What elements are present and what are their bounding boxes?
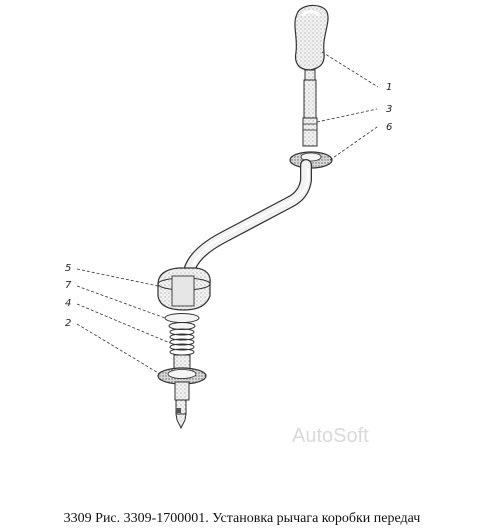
ball-support [157,267,211,311]
lever-lower-end [174,381,190,430]
callout-7: 7 [65,280,72,291]
callout-2: 2 [65,318,71,329]
watermark-text: AutoSoft [292,425,369,447]
shift-knob [294,4,329,81]
callout-6: 6 [386,122,392,133]
lever-upper-rod [302,79,318,147]
callout-5: 5 [65,263,71,274]
figure-caption: 3309 Рис. 3309-1700001. Установка рычага… [63,511,421,526]
leader-lines [76,51,379,375]
callout-1: 1 [386,82,392,93]
callout-3: 3 [386,104,392,115]
lower-ring [157,367,207,385]
spring-assembly [164,313,200,370]
callout-4: 4 [65,298,71,309]
bent-lever-tube [180,159,312,288]
